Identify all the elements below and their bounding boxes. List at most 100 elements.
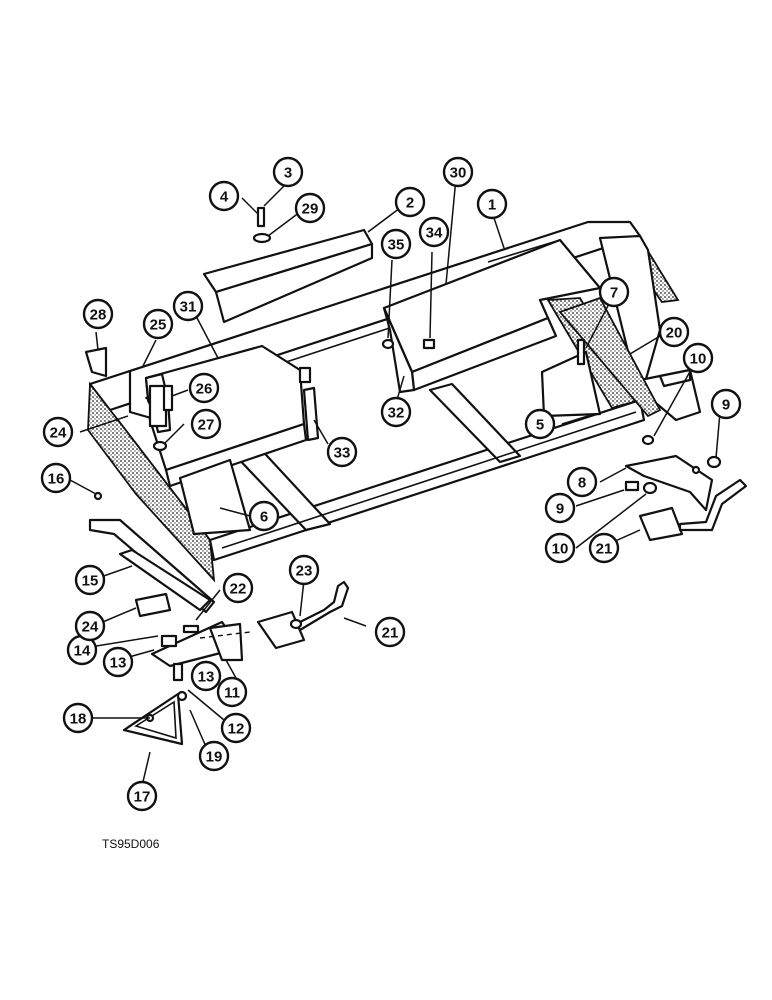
callout-circle <box>208 180 240 212</box>
callout-c13a: 13 <box>102 646 134 678</box>
callout-number: 35 <box>388 237 405 254</box>
callout-c23: 23 <box>288 554 320 586</box>
callout-c7: 7 <box>598 276 630 308</box>
callout-number: 10 <box>552 541 569 558</box>
left-lamp-bracket <box>88 491 216 618</box>
callout-c29: 29 <box>294 192 326 224</box>
callout-c19: 19 <box>198 740 230 772</box>
callout-number: 9 <box>556 501 564 518</box>
callout-c20: 20 <box>658 316 690 348</box>
callout-c18: 18 <box>62 702 94 734</box>
side-plate <box>558 296 662 418</box>
callout-c17: 17 <box>126 780 158 812</box>
callout-c1: 1 <box>476 188 508 220</box>
callout-c21b: 21 <box>588 532 620 564</box>
hinge-strap <box>302 386 320 442</box>
callout-circle <box>394 186 426 218</box>
callout-circle <box>102 646 134 678</box>
light-bracket-right <box>638 478 748 542</box>
callout-circle <box>42 416 74 448</box>
callout-c12: 12 <box>220 712 252 744</box>
callout-circle <box>74 564 106 596</box>
callout-number: 23 <box>296 563 313 580</box>
callout-circle <box>142 308 174 340</box>
callout-number: 5 <box>536 417 544 434</box>
top-cover-right <box>382 238 602 394</box>
callout-c32: 32 <box>380 396 412 428</box>
callout-number: 27 <box>198 417 215 434</box>
callout-circle <box>272 156 304 188</box>
callout-number: 34 <box>426 225 443 242</box>
callout-number: 17 <box>134 789 151 806</box>
callout-circle <box>658 316 690 348</box>
callout-c9b: 9 <box>544 492 576 524</box>
bracket-right <box>624 454 714 512</box>
callout-group: 1234567899101011121313141516171819202121… <box>40 156 742 812</box>
callout-c33: 33 <box>326 436 358 468</box>
callout-circle <box>74 610 106 642</box>
callout-c5: 5 <box>524 408 556 440</box>
small-bracket <box>84 346 108 378</box>
callout-c11: 11 <box>216 676 248 708</box>
callout-circle <box>476 188 508 220</box>
callout-c35: 35 <box>380 228 412 260</box>
callout-number: 19 <box>206 749 223 766</box>
callout-c28: 28 <box>82 298 114 330</box>
gusset-left <box>178 458 252 536</box>
callout-circle <box>198 740 230 772</box>
callout-number: 9 <box>722 397 730 414</box>
callout-circle <box>598 276 630 308</box>
callout-number: 12 <box>228 721 245 738</box>
callout-c4: 4 <box>208 180 240 212</box>
callout-circle <box>566 466 598 498</box>
callout-circle <box>188 372 220 404</box>
callout-number: 29 <box>302 201 319 218</box>
callout-c25: 25 <box>142 308 174 340</box>
callout-c27: 27 <box>190 408 222 440</box>
callout-c2: 2 <box>394 186 426 218</box>
callout-circle <box>326 436 358 468</box>
callout-circle <box>190 408 222 440</box>
callout-number: 28 <box>90 307 107 324</box>
callout-number: 22 <box>230 581 247 598</box>
callout-number: 14 <box>74 643 91 660</box>
callout-c10b: 10 <box>544 532 576 564</box>
callout-circle <box>248 500 280 532</box>
callout-number: 21 <box>596 541 613 558</box>
callout-circle <box>62 702 94 734</box>
callout-number: 15 <box>82 573 99 590</box>
callout-circle <box>82 298 114 330</box>
callout-number: 33 <box>334 445 351 462</box>
callout-circle <box>418 216 450 248</box>
callout-number: 2 <box>406 195 414 212</box>
callout-circle <box>374 616 406 648</box>
callout-circle <box>190 660 222 692</box>
callout-circle <box>126 780 158 812</box>
callout-c24b: 24 <box>74 610 106 642</box>
callout-circle <box>442 156 474 188</box>
callout-circle <box>222 572 254 604</box>
callout-circle <box>220 712 252 744</box>
callout-number: 3 <box>284 165 292 182</box>
callout-c30: 30 <box>442 156 474 188</box>
callout-number: 13 <box>110 655 127 672</box>
callout-number: 13 <box>198 669 215 686</box>
hardware <box>145 206 722 723</box>
cross-bar <box>202 228 374 324</box>
callout-number: 31 <box>180 299 197 316</box>
callout-c16: 16 <box>40 462 72 494</box>
callout-c6: 6 <box>248 500 280 532</box>
callout-circle <box>288 554 320 586</box>
callout-c15: 15 <box>74 564 106 596</box>
callout-circle <box>380 396 412 428</box>
callout-number: 10 <box>690 351 707 368</box>
callout-number: 24 <box>82 619 99 636</box>
callout-circle <box>380 228 412 260</box>
callout-circle <box>682 342 714 374</box>
callout-circle <box>172 290 204 322</box>
callout-number: 25 <box>150 317 167 334</box>
callout-number: 20 <box>666 325 683 342</box>
callout-number: 1 <box>488 197 496 214</box>
callout-number: 4 <box>220 189 229 206</box>
callout-c21a: 21 <box>374 616 406 648</box>
